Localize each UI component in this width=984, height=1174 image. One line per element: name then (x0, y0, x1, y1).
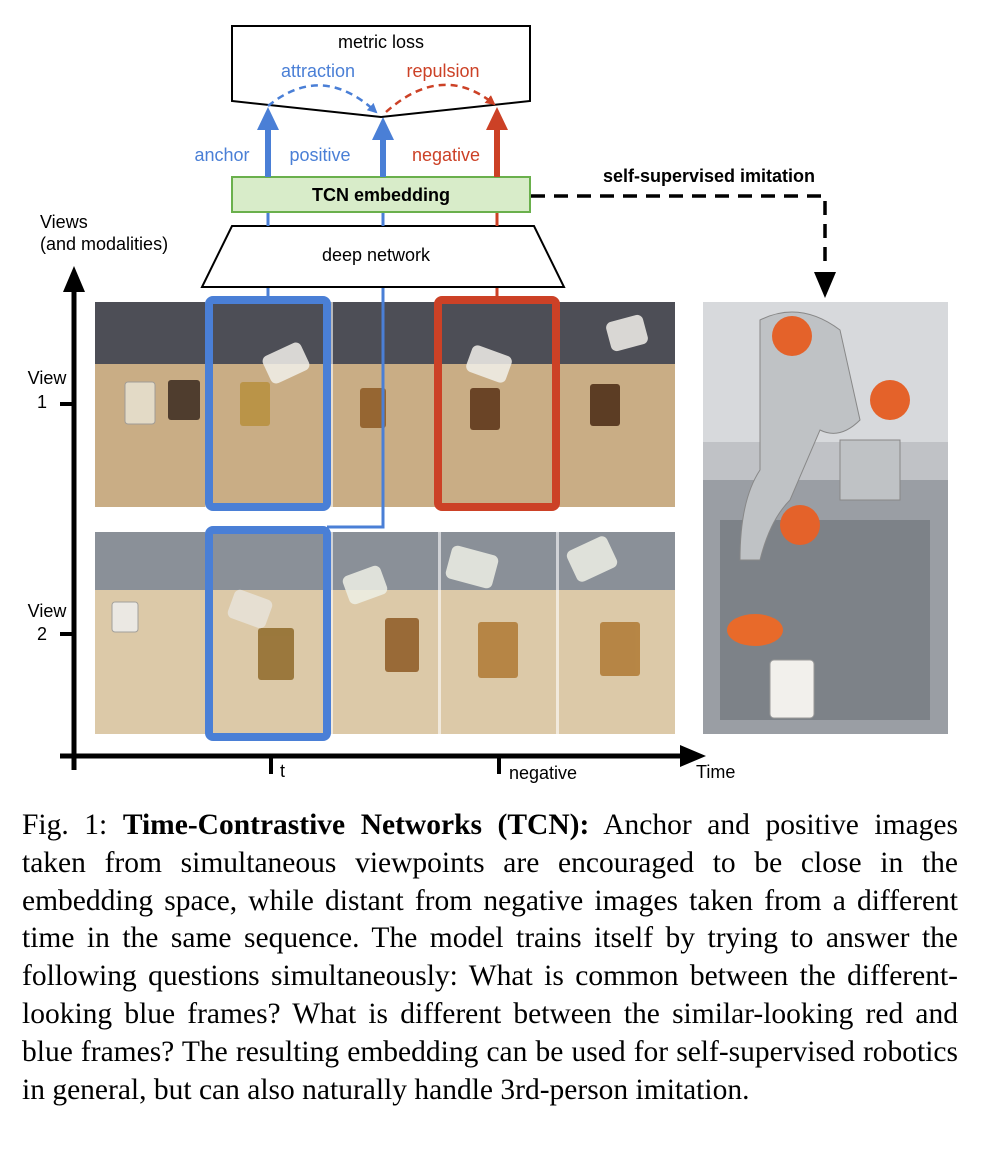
anchor-label: anchor (194, 145, 249, 165)
deep-network-box (200, 225, 566, 288)
views-axis-arrowhead (63, 266, 85, 292)
attraction-arc (267, 84, 378, 114)
repulsion-arc (385, 83, 496, 113)
self-supervised-imitation-label: self-supervised imitation (603, 166, 815, 186)
tcn-embedding-label: TCN embedding (312, 185, 450, 205)
imitation-arrowhead (814, 272, 836, 298)
view1-label-line2: 1 (37, 392, 47, 412)
figure-caption: Fig. 1: Time-Contrastive Networks (TCN):… (22, 807, 958, 1109)
caption-title: Time-Contrastive Networks (TCN): (122, 809, 590, 841)
negative-arrow (486, 107, 508, 177)
anchor-arrow (257, 107, 279, 177)
tcn-figure: deep network TCN embedding anchor positi… (28, 25, 948, 783)
views-axis-label-line1: Views (40, 212, 88, 232)
tcn-embedding-box (231, 176, 531, 213)
view1-cups (124, 314, 648, 430)
repulsion-label: repulsion (406, 61, 479, 81)
time-axis-arrowhead (680, 745, 706, 767)
view2-photo-strip (95, 532, 675, 734)
positive-arrow (372, 117, 394, 177)
deep-network-label: deep network (322, 245, 431, 265)
negative-tick-label: negative (509, 763, 577, 783)
caption-body: Anchor and positive images taken from si… (22, 809, 958, 1106)
metric-loss-box (231, 25, 531, 119)
positive-label: positive (289, 145, 350, 165)
attraction-label: attraction (281, 61, 355, 81)
time-axis-label: Time (696, 762, 735, 782)
view2-cups (111, 536, 640, 680)
metric-loss-label: metric loss (338, 32, 424, 52)
views-axis-label-line2: (and modalities) (40, 234, 168, 254)
view1-label-line1: View (28, 368, 68, 388)
caption-label: Fig. 1: (22, 809, 123, 841)
negative-label: negative (412, 145, 480, 165)
view2-label-line1: View (28, 601, 68, 621)
t-tick-label: t (280, 761, 285, 781)
positive-frame-view2 (205, 526, 331, 741)
imitation-dashed-line (531, 194, 827, 270)
view1-photo-strip (95, 302, 675, 507)
robot-photo (703, 302, 948, 734)
positive-connector (327, 287, 385, 529)
view2-label-line2: 2 (37, 624, 47, 644)
